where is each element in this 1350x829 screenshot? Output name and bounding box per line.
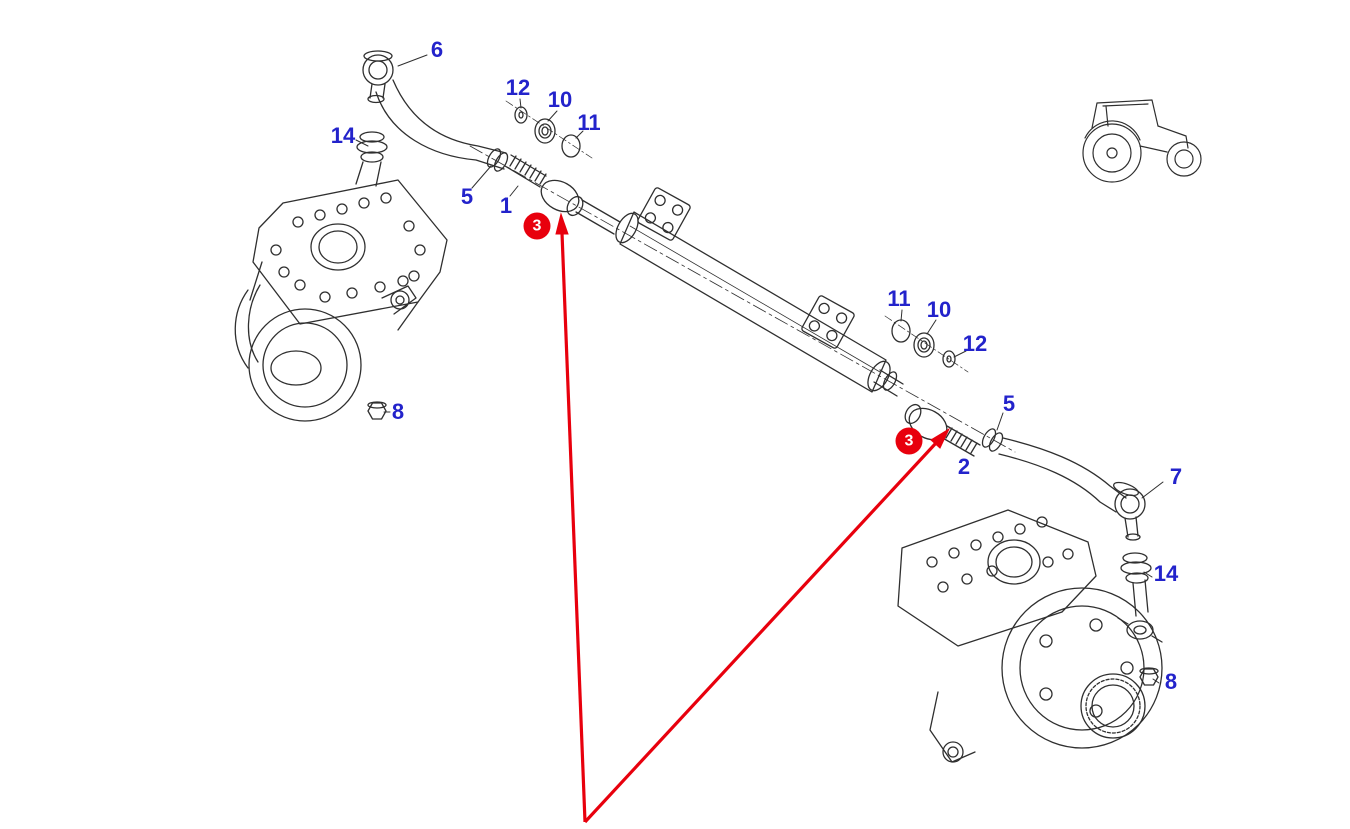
part-label-5-right: 5: [1002, 391, 1016, 416]
part-label-14-left: 14: [330, 123, 356, 148]
part-label-10-right: 10: [926, 297, 952, 322]
part-label-8-left: 8: [391, 399, 405, 424]
part-label-12-right: 12: [962, 331, 988, 356]
part-label-14-right: 14: [1153, 561, 1179, 586]
part-label-2: 2: [957, 454, 971, 479]
left-steering-knuckle: [234, 179, 448, 422]
right-tie-rod-assembly: [904, 403, 1152, 617]
tractor-icon: [1082, 99, 1202, 183]
part-label-1: 1: [499, 193, 513, 218]
label-leader-lines: [355, 54, 1164, 684]
left-tie-rod-assembly: [355, 50, 621, 235]
part-label-10-left: 10: [547, 87, 573, 112]
highlight-arrow-left: [555, 212, 587, 823]
highlight-arrows: [555, 212, 951, 824]
part-label-11-right: 11: [887, 286, 911, 311]
part-label-12-left: 12: [505, 75, 531, 100]
left-seal-kit: [514, 106, 581, 158]
part-label-8-right: 8: [1164, 669, 1178, 694]
highlight-callout-3-right: 3: [895, 427, 923, 455]
steering-cylinder: [615, 187, 904, 397]
part-label-7: 7: [1169, 464, 1183, 489]
highlight-arrow-right: [583, 427, 951, 824]
part-label-6: 6: [430, 37, 444, 62]
highlight-callout-3-left: 3: [523, 212, 551, 240]
main-axis-centerline: [469, 100, 1016, 453]
right-steering-knuckle: [897, 509, 1163, 763]
part-label-11-left: 11: [577, 110, 601, 135]
part-label-5-left: 5: [460, 184, 474, 209]
